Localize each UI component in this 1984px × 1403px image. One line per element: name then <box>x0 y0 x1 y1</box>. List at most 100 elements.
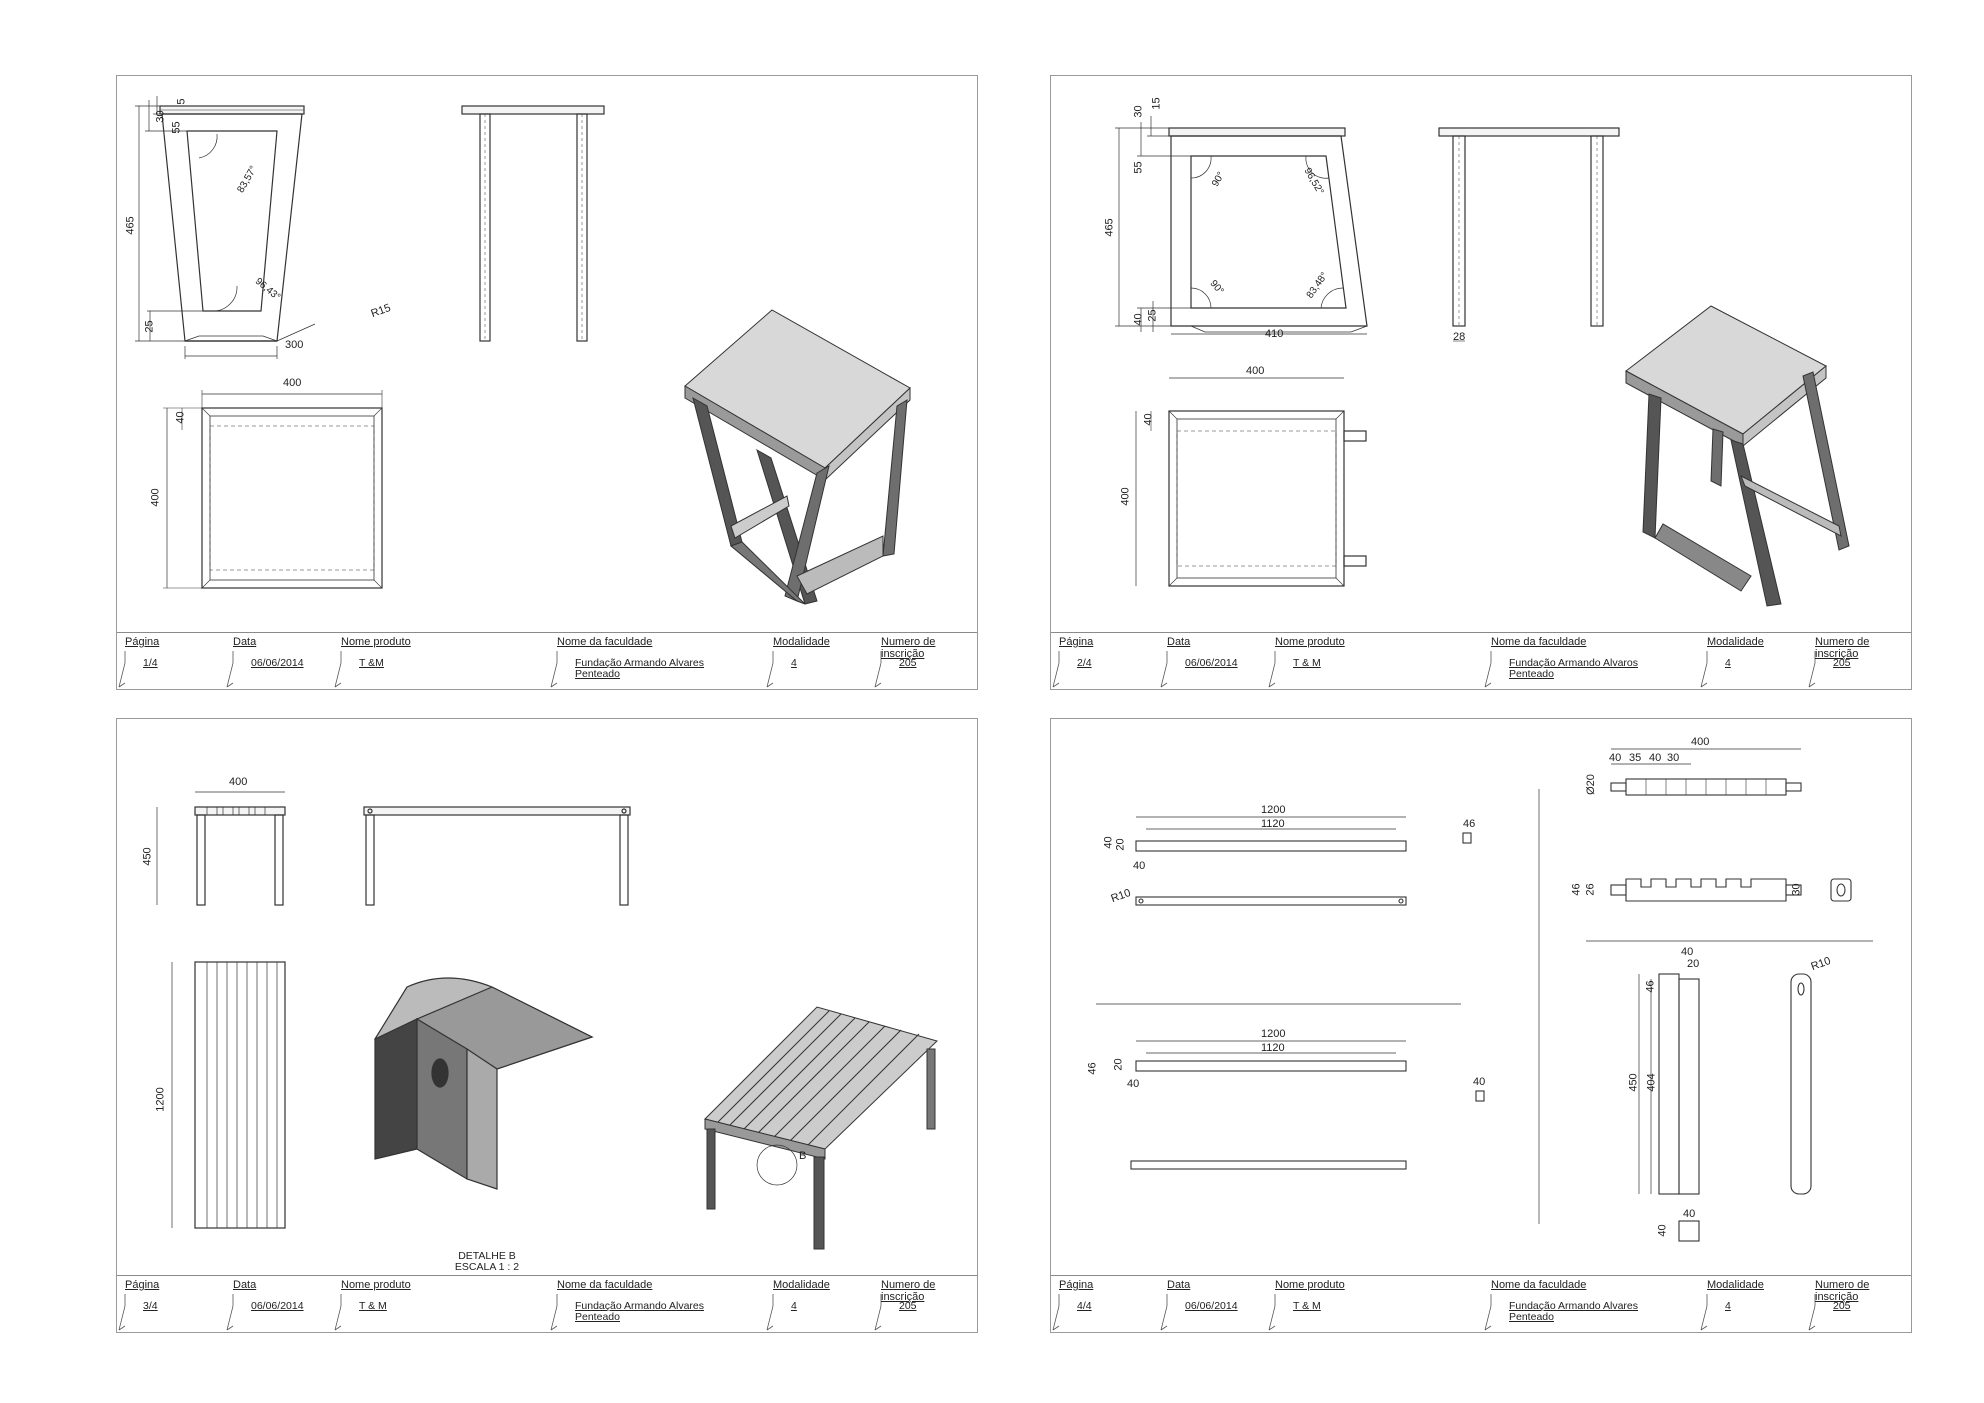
sheet-4: 1200 1120 40 20 40 46 R10 1200 1120 46 2… <box>1050 718 1912 1333</box>
bench-iso-view <box>704 1006 938 1250</box>
title-cell-lines <box>550 1294 558 1331</box>
title-cell-lines <box>1484 1294 1492 1331</box>
dim-46-a: 46 <box>1463 818 1476 830</box>
title-cell-lines <box>226 651 234 688</box>
front-dims <box>1115 116 1367 335</box>
dim-465: 465 <box>124 216 137 235</box>
dim-400-side: 400 <box>149 488 162 507</box>
title-cell-lines <box>1052 1294 1060 1331</box>
detail-b-caption: DETALHE B ESCALA 1 : 2 <box>454 1250 520 1273</box>
dim-35: 35 <box>1629 752 1642 764</box>
dim-400-top: 400 <box>1246 365 1265 377</box>
title-cell-lines <box>766 1294 774 1331</box>
title-cell-lines <box>1268 651 1276 688</box>
detail-b-view <box>374 977 594 1190</box>
front-dims <box>135 96 316 359</box>
dim-400-top: 400 <box>283 377 302 389</box>
title-cell-lines <box>226 1294 234 1331</box>
dim-400: 400 <box>1691 736 1710 748</box>
dim-30: 30 <box>154 110 167 123</box>
dim-40: 40 <box>1132 313 1145 326</box>
front-view <box>159 105 305 342</box>
title-cell-lines <box>1052 651 1060 688</box>
dim-46-d: 46 <box>1644 980 1657 993</box>
dim-40-a: 40 <box>1102 836 1115 849</box>
dim-400: 400 <box>229 776 248 788</box>
sheet-2: 15 30 55 465 40 25 410 90° 96,52° 90° 83… <box>1050 75 1912 690</box>
dim-46-b: 46 <box>1086 1062 1099 1075</box>
slotted-bar-side <box>1610 878 1852 902</box>
title-cell-lines <box>1700 1294 1708 1331</box>
dim-40-h: 40 <box>1683 1208 1696 1220</box>
dim-465: 465 <box>1103 218 1116 237</box>
dim-30-b: 30 <box>1790 883 1803 896</box>
dim-40-f: 40 <box>1649 752 1662 764</box>
sheet-1: 5 30 55 465 25 300 R15 83,57° 96,43° 400… <box>116 75 978 690</box>
detail-b-callout: B <box>799 1150 807 1162</box>
sheet-3-drawing <box>156 791 938 1250</box>
iso-view <box>1625 305 1850 607</box>
dim-1120-a: 1120 <box>1261 818 1285 830</box>
title-cell-lines <box>334 651 342 688</box>
dim-diameter-20: Ø20 <box>1584 774 1597 795</box>
title-cell-lines <box>874 651 882 688</box>
dim-55: 55 <box>1132 161 1145 174</box>
title-cell-lines <box>334 1294 342 1331</box>
sheet-4-drawing <box>1096 748 1873 1242</box>
top-view <box>163 390 383 589</box>
side-view <box>461 105 605 342</box>
dim-300: 300 <box>285 339 304 351</box>
dim-15: 15 <box>1150 97 1163 110</box>
title-cell-lines <box>118 1294 126 1331</box>
iso-view <box>684 309 911 605</box>
dim-40-c: 40 <box>1127 1078 1140 1090</box>
sheet-3: 400 450 1200 B DETALHE B ESCALA 1 : 2 Pá… <box>116 718 978 1333</box>
dim-20-b: 20 <box>1112 1058 1125 1071</box>
dim-40: 40 <box>174 411 187 424</box>
dim-40-i: 40 <box>1656 1224 1669 1237</box>
slotted-bar-top <box>1610 748 1802 796</box>
dim-40-d: 40 <box>1473 1076 1486 1088</box>
dim-410: 410 <box>1265 328 1284 340</box>
dim-450: 450 <box>141 847 154 866</box>
front-view <box>1168 127 1368 333</box>
dim-1200: 1200 <box>154 1087 167 1112</box>
side-view <box>1438 127 1620 342</box>
dim-30: 30 <box>1132 105 1145 118</box>
title-cell-lines <box>1160 651 1168 688</box>
rail-1 <box>1135 816 1472 906</box>
dim-40-g: 40 <box>1681 946 1694 958</box>
dim-1200-b: 1200 <box>1261 1028 1286 1040</box>
title-cell-lines <box>1808 1294 1816 1331</box>
title-cell-lines <box>1160 1294 1168 1331</box>
dim-25: 25 <box>1146 309 1159 322</box>
title-cell-lines <box>1700 651 1708 688</box>
title-cell-lines <box>550 651 558 688</box>
dim-1200-a: 1200 <box>1261 804 1286 816</box>
sheet-2-drawing <box>1115 116 1850 607</box>
dim-28: 28 <box>1453 331 1466 343</box>
